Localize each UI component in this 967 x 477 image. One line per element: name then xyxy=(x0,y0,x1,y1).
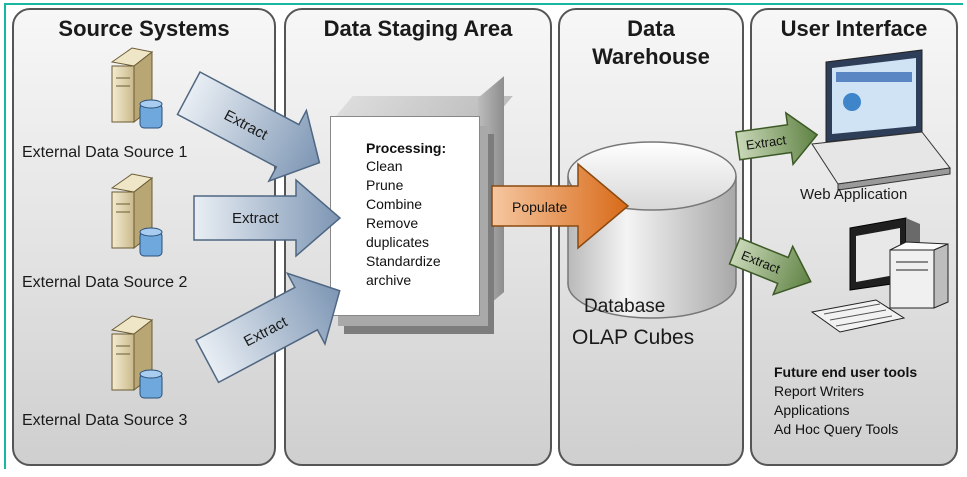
panel-title-data-staging: Data Staging Area xyxy=(323,16,513,41)
processing-item-standardize: Standardize xyxy=(366,253,441,269)
database-label: Database xyxy=(584,296,666,317)
processing-item-combine: Combine xyxy=(366,196,423,212)
teal-left-border xyxy=(4,3,6,469)
panel-title-user-interface: User Interface xyxy=(780,16,928,41)
tool-applications: Applications xyxy=(774,402,850,418)
processing-box-side xyxy=(478,76,504,314)
olap-cubes-label: OLAP Cubes xyxy=(572,326,695,349)
processing-box xyxy=(330,116,480,316)
panel-title-data: Data xyxy=(627,16,675,41)
processing-item-clean: Clean xyxy=(366,158,403,174)
source-label-1: External Data Source 1 xyxy=(22,144,188,161)
processing-item-remove: Remove xyxy=(366,215,419,231)
future-tools-heading: Future end user tools xyxy=(774,364,918,380)
panel-title-warehouse: Warehouse xyxy=(592,44,710,69)
processing-item-duplicates: duplicates xyxy=(366,234,430,250)
web-application-label: Web Application xyxy=(800,186,908,203)
source-label-3: External Data Source 3 xyxy=(22,412,188,429)
panel-data-warehouse: Data Warehouse xyxy=(558,8,744,466)
teal-top-border xyxy=(4,3,963,5)
processing-item-archive: archive xyxy=(366,272,412,288)
processing-item-prune: Prune xyxy=(366,177,404,193)
processing-heading: Processing: xyxy=(366,140,447,156)
panel-title-source-systems: Source Systems xyxy=(58,16,230,41)
source-label-2: External Data Source 2 xyxy=(22,274,188,291)
tool-ad-hoc-query: Ad Hoc Query Tools xyxy=(774,421,899,437)
tool-report-writers: Report Writers xyxy=(774,383,864,399)
panel-source-systems: Source Systems xyxy=(12,8,276,466)
